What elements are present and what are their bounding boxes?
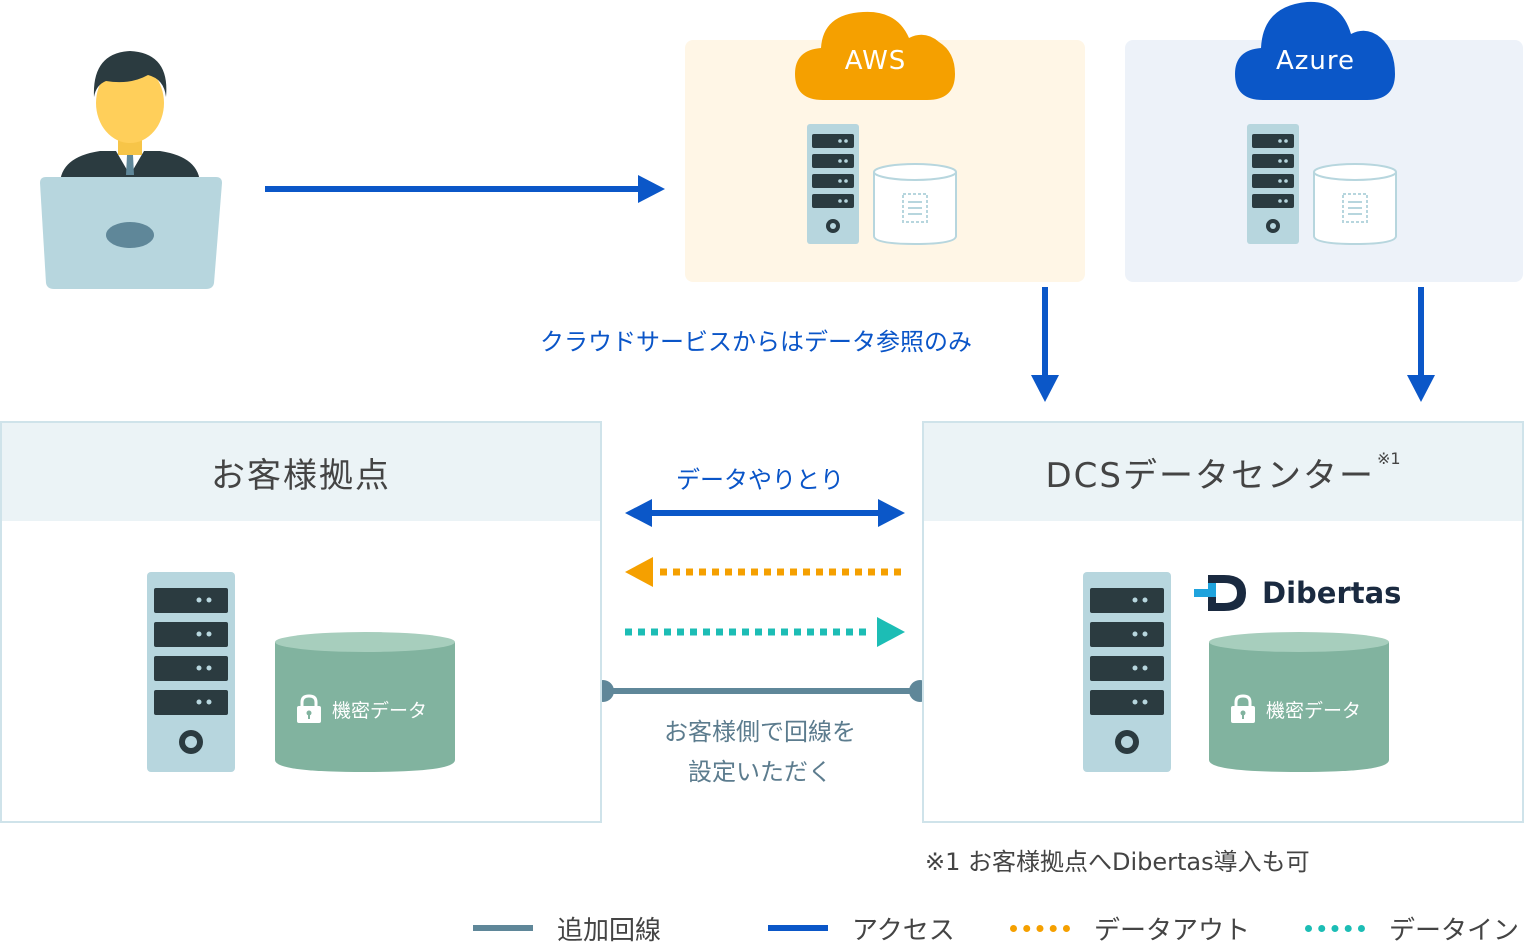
- user-laptop-icon: [40, 51, 222, 289]
- database-icon: [275, 632, 455, 772]
- dcs-center-title: DCSデータセンター: [1045, 455, 1375, 496]
- legend-item-access: アクセス: [768, 910, 955, 946]
- legend-swatch: [473, 925, 533, 931]
- lock-icon: [1231, 694, 1255, 723]
- access-arrowhead: [638, 175, 665, 203]
- exchange-label: データやりとり: [676, 466, 844, 494]
- lock-icon: [297, 694, 321, 723]
- server-icon: [1247, 124, 1299, 244]
- legend-label: 追加回線: [557, 915, 662, 946]
- line-setup-label-2: 設定いただく: [688, 758, 832, 786]
- legend-swatch: [1305, 924, 1365, 932]
- data-out-arrowhead: [625, 557, 653, 587]
- customer-site-title: お客様拠点: [211, 455, 391, 496]
- dcs-db-label-wrap: 機密データ: [1228, 694, 1361, 724]
- legend-label: アクセス: [852, 915, 955, 946]
- legend-swatch: [1010, 924, 1070, 932]
- legend-item-added-line: 追加回線: [473, 910, 661, 946]
- footnote: ※1 お客様拠点へDibertas導入も可: [925, 848, 1310, 876]
- data-in-arrowhead: [877, 617, 905, 647]
- legend-label: データアウト: [1094, 915, 1251, 946]
- line-setup-label: お客様側で回線を 設定いただく: [620, 712, 900, 792]
- database-icon: [873, 163, 957, 246]
- azure-cloud-icon: [1235, 1, 1395, 101]
- server-icon: [807, 124, 859, 244]
- customer-site-header: お客様拠点: [2, 423, 600, 521]
- server-icon: [147, 572, 235, 772]
- aws-label: AWS: [844, 46, 907, 76]
- dcs-db-label: 機密データ: [1266, 699, 1362, 722]
- dibertas-brand: Dibertas: [1194, 573, 1401, 613]
- dibertas-brand-name: Dibertas: [1262, 576, 1402, 610]
- legend-item-data-out: データアウト: [1010, 910, 1250, 946]
- customer-db-label-wrap: 機密データ: [294, 694, 427, 724]
- legend-swatch: [768, 925, 828, 931]
- dcs-center-title-note: ※1: [1376, 448, 1401, 468]
- database-icon: [1313, 163, 1397, 246]
- dcs-center-header: DCSデータセンター※1: [924, 423, 1522, 521]
- customer-site-panel: お客様拠点: [0, 421, 602, 823]
- line-setup-label-1: お客様側で回線を: [664, 718, 856, 746]
- cloud-reference-label: クラウドサービスからはデータ参照のみ: [540, 328, 972, 356]
- dibertas-logo-icon: [1194, 575, 1246, 611]
- customer-db-label: 機密データ: [332, 699, 428, 722]
- legend-item-data-in: データイン: [1305, 910, 1519, 946]
- aws-cloud-icon: [795, 11, 955, 100]
- legend-label: データイン: [1389, 915, 1520, 946]
- azure-label: Azure: [1275, 46, 1356, 76]
- database-icon: [1209, 632, 1389, 772]
- server-icon: [1083, 572, 1171, 772]
